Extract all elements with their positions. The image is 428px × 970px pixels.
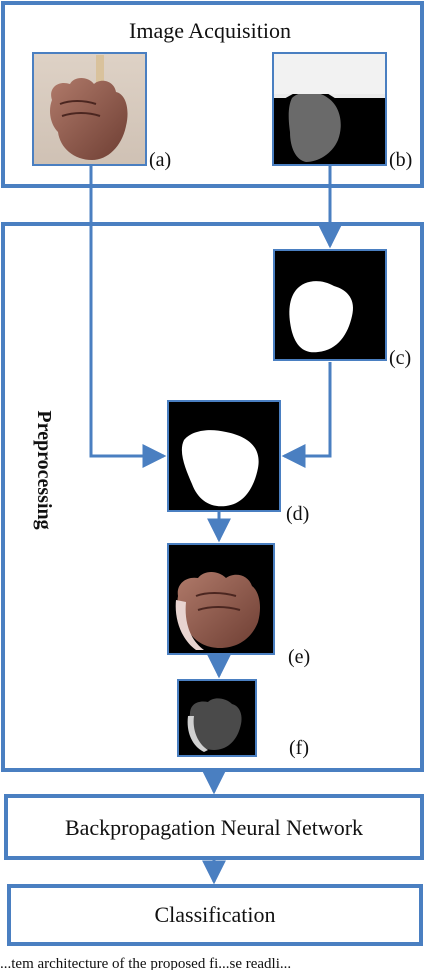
panel-label-e: (e)	[288, 646, 310, 668]
panel-label-b: (b)	[389, 149, 412, 171]
preprocessing-title: Preprocessing	[33, 410, 55, 529]
depth-image	[272, 52, 387, 166]
panel-label-c: (c)	[389, 347, 411, 369]
image-acquisition-box	[1, 1, 424, 188]
depth-mask-image	[273, 249, 387, 361]
image-acquisition-title: Image Acquisition	[129, 18, 291, 43]
flow-arrows	[89, 165, 342, 885]
arrow-a-to-d	[89, 165, 167, 468]
refined-mask-image	[167, 400, 281, 512]
rgb-hand-image	[32, 52, 147, 166]
arrow-c-to-d	[281, 362, 332, 468]
classification-title: Classification	[155, 902, 276, 927]
panel-label-d: (d)	[286, 503, 309, 525]
panel-label-f: (f)	[289, 737, 309, 759]
grayscale-hand-image	[177, 679, 257, 757]
panel-label-a: (a)	[149, 149, 171, 171]
backprop-network-title: Backpropagation Neural Network	[65, 815, 363, 840]
figure-caption: ...tem architecture of the proposed fi..…	[0, 956, 291, 970]
segmented-hand-image	[167, 543, 275, 655]
classification-box	[7, 884, 423, 946]
